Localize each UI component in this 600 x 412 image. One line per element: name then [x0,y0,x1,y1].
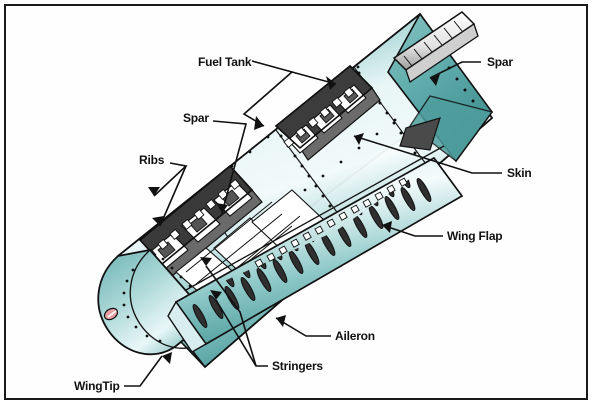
label-fuel-tank: Fuel Tank [198,55,252,69]
label-spar-left: Spar [183,111,209,125]
label-skin: Skin [507,166,532,180]
label-stringers: Stringers [272,359,323,373]
label-aileron: Aileron [335,329,375,343]
leader-lines [124,60,502,387]
leader-arrowheads [148,74,440,364]
label-spar-right: Spar [487,55,513,69]
flap-aileron-surface [167,145,464,353]
spar-protrusion [392,11,479,84]
label-ribs: Ribs [139,153,165,167]
label-wingtip: WingTip [74,379,120,393]
label-wing-flap: Wing Flap [447,229,503,243]
fuel-tank-rib-bay [274,64,381,161]
